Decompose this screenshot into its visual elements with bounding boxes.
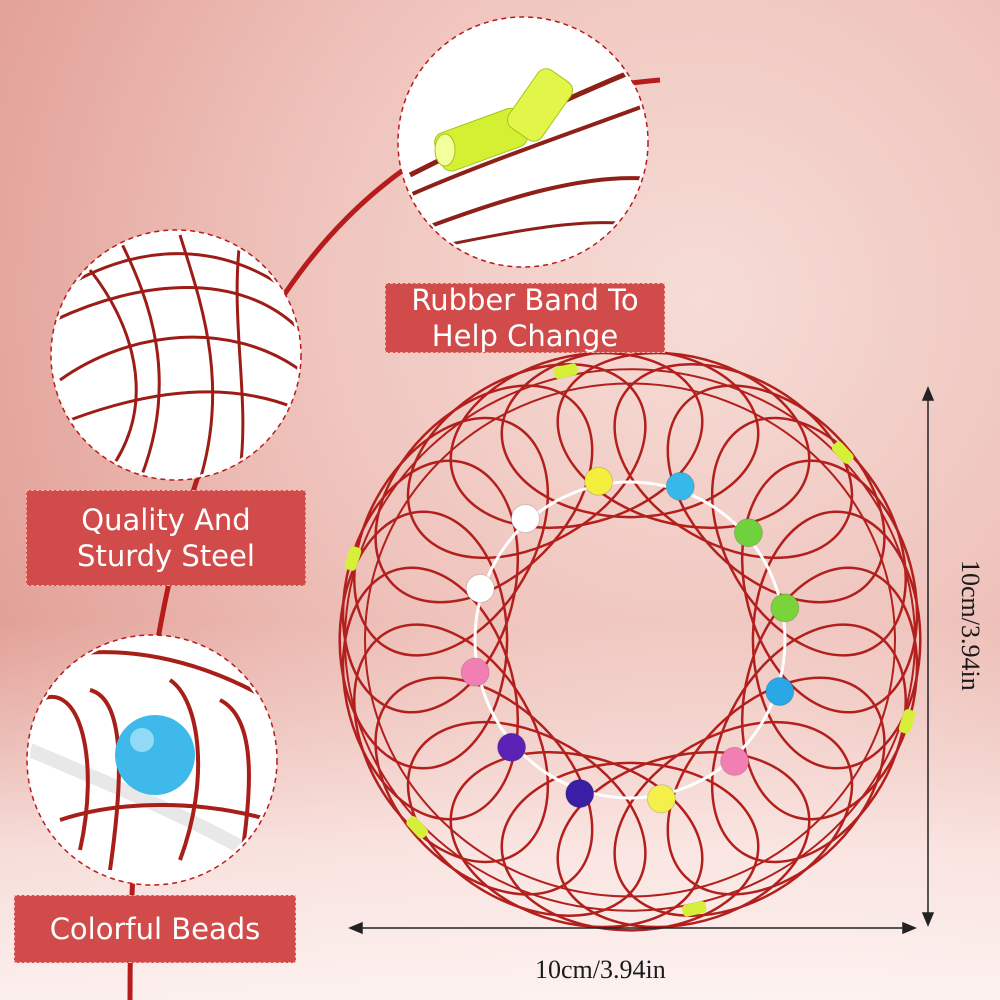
wire-loop [613,720,854,917]
rubber-band-clip [406,816,429,839]
bead [460,657,490,687]
width-dimension-label: 10cm/3.94in [535,955,666,984]
wire-loop [449,351,704,530]
bead [497,732,527,762]
label-beads: Colorful Beads [14,895,296,963]
detail-circle-steel [50,229,302,481]
wire-loop [613,363,854,560]
detail-circle-beads [26,634,278,886]
wire-loop [338,510,509,770]
wire-loop [500,761,760,932]
inner-cord [473,480,787,800]
wire-loop [556,351,811,530]
bead-closeup-icon [115,715,195,795]
wire-loop [341,566,520,821]
label-rubber-band: Rubber Band To Help Change [385,283,665,353]
rubber-band-tube-icon [434,68,574,172]
wire-loop [374,384,594,604]
wire-loop [353,623,550,864]
wire-loop [406,363,647,560]
bead [770,593,800,623]
wire-loop [500,348,760,519]
wire-outline [344,368,916,912]
wire-loop [740,459,919,714]
width-dimension-arrow [348,921,917,935]
flow-ring-toy [338,348,922,932]
label-steel: Quality And Sturdy Steel [26,490,306,586]
bead [733,518,763,548]
wire-loop [556,750,811,929]
wire-loop [406,720,647,917]
bead [565,779,595,809]
bead [646,784,676,814]
bead [765,677,795,707]
detail-circle-rubber-band [397,16,649,268]
height-dimension-arrow [921,386,935,927]
height-dimension-label: 10cm/3.94in [956,560,985,691]
wire-loop [710,623,907,864]
bead [465,573,495,603]
wire-loop [666,676,886,896]
bead [510,504,540,534]
wire-outline [364,382,896,898]
bead [584,466,614,496]
bead [720,746,750,776]
wire-loop [374,676,594,896]
wire-loop [751,510,922,770]
wire-loop [449,750,704,929]
rubber-band-clip [553,363,578,379]
rubber-band-clip [682,901,707,917]
wire-loop [666,384,886,604]
bead [665,471,695,501]
wire-loop [353,416,550,657]
rubber-band-clip [898,709,916,734]
rubber-band-clip [831,441,854,464]
wire-loop [710,416,907,657]
rubber-band-clip [344,546,362,571]
